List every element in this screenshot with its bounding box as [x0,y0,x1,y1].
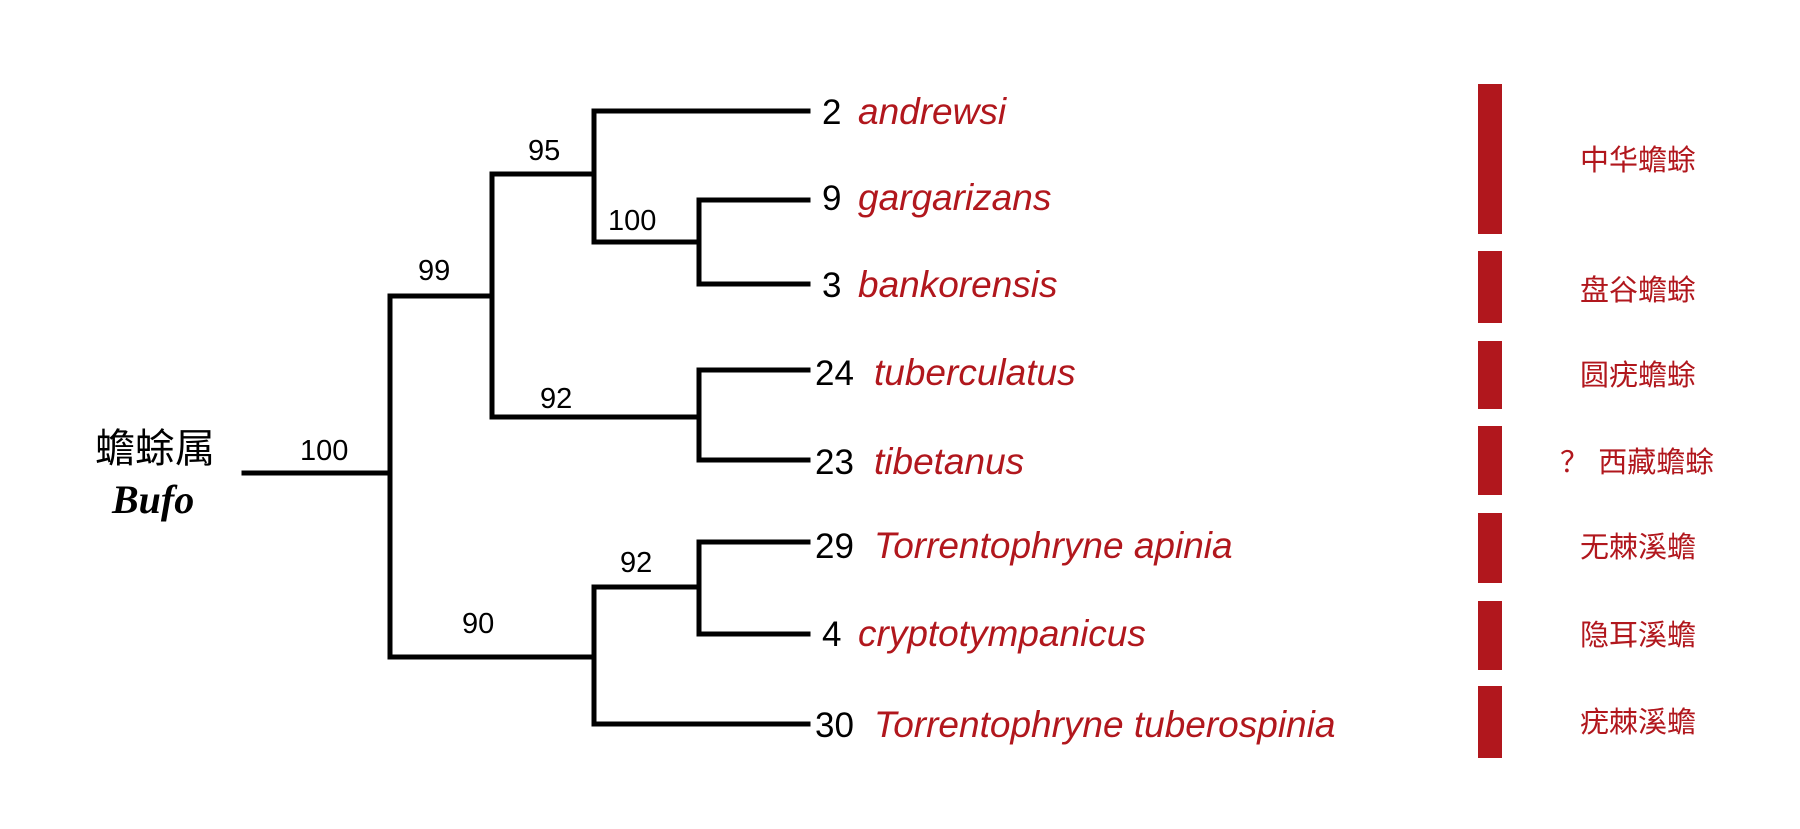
tip-name-apinia: Torrentophryne apinia [874,525,1233,566]
group-bar [1478,426,1502,495]
branch-lower-clade [387,584,597,727]
support-value-root: 100 [300,435,348,467]
group-bar [1478,84,1502,234]
tip-name-gargarizans: gargarizans [858,177,1051,218]
tip-number: 30 [815,706,854,745]
tip-number: 9 [822,179,841,218]
tip-name-tibetanus: tibetanus [874,441,1024,482]
support-value-upper-clade: 99 [418,255,450,287]
tip-name-cryptotympanicus: cryptotympanicus [858,613,1146,654]
group-bar [1478,686,1502,758]
branch-clade-100-inner [591,197,702,287]
group-label-yuanyou: 圆疣蟾蜍 [1580,358,1696,392]
support-value-lower-clade: 90 [462,608,494,640]
group-bar [1478,513,1502,583]
support-value-clade-92-lower: 92 [620,547,652,579]
group-label-zhonghua: 中华蟾蜍 [1580,143,1696,177]
branch-clade-92-upper [489,367,702,463]
group-label-xizang: ？ 西藏蟾蜍 [1560,445,1714,479]
branch-clade-92-lower [591,539,702,637]
group-bar [1478,341,1502,409]
support-value-clade-95: 95 [528,135,560,167]
tip-number: 2 [822,93,841,132]
tip-number: 23 [815,443,854,482]
group-bar [1478,251,1502,323]
root-label-chinese: 蟾蜍属 [95,426,215,472]
support-value-clade-92-upper: 92 [540,383,572,415]
tip-name-bankorensis: bankorensis [858,264,1058,305]
group-bar [1478,601,1502,670]
tip-name-tuberculatus: tuberculatus [874,352,1076,393]
group-label-yiner: 隐耳溪蟾 [1580,618,1696,652]
group-label-youji: 疣棘溪蟾 [1580,705,1696,739]
tip-number: 3 [822,266,841,305]
support-value-clade-100: 100 [608,205,656,237]
tip-number: 29 [815,527,854,566]
branch-clade-95 [489,108,597,245]
branch-upper-clade [387,171,495,420]
group-label-pangu: 盘谷蟾蜍 [1580,273,1696,307]
tip-name-andrewsi: andrewsi [858,91,1008,132]
tip-number: 4 [822,615,841,654]
tip-name-tuberospinia: Torrentophryne tuberospinia [874,704,1335,745]
tip-number: 24 [815,354,854,393]
root-label-latin: Bufo [111,477,194,522]
group-label-wuji: 无棘溪蟾 [1580,530,1696,564]
